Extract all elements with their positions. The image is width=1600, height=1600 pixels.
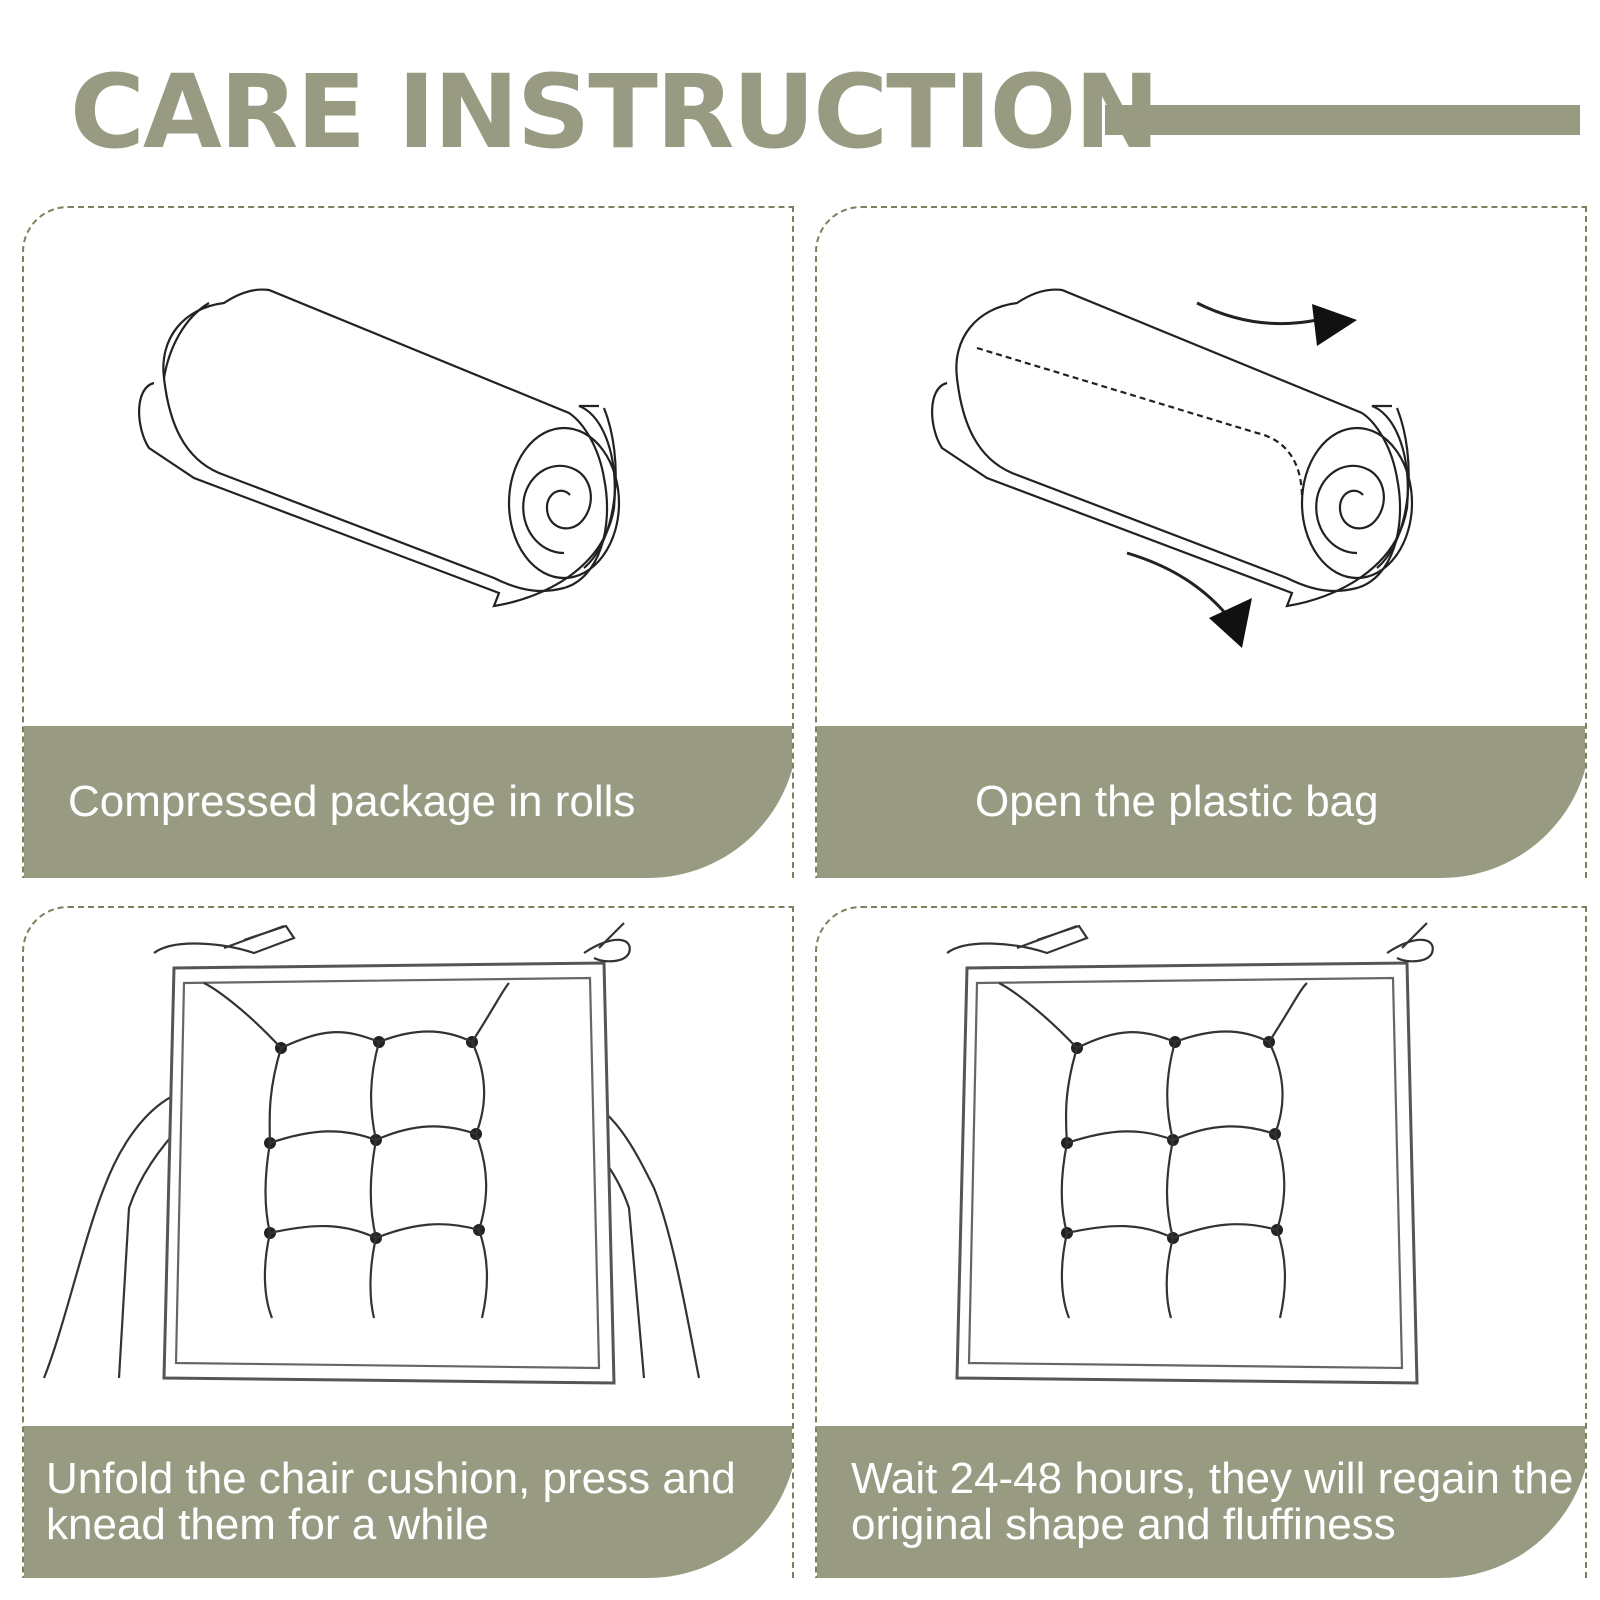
step-caption-banner: Open the plastic bag bbox=[817, 726, 1585, 878]
step-caption-banner: Unfold the chair cushion, press and knea… bbox=[24, 1426, 792, 1578]
hands-kneading-cushion-icon bbox=[42, 922, 701, 1385]
fluffy-cushion-icon bbox=[946, 922, 1434, 1385]
rolled-cushion-icon bbox=[138, 288, 621, 608]
step-caption-banner: Compressed package in rolls bbox=[24, 726, 792, 878]
step-card-3: Unfold the chair cushion, press and knea… bbox=[22, 906, 794, 1578]
step-card-1: Compressed package in rolls bbox=[22, 206, 794, 878]
step-card-2: Open the plastic bag bbox=[815, 206, 1587, 878]
title-rule bbox=[1105, 105, 1580, 135]
page-title: CARE INSTRUCTION bbox=[70, 53, 1160, 172]
step-caption: Wait 24-48 hours, they will regain the o… bbox=[851, 1454, 1574, 1549]
step-card-4: Wait 24-48 hours, they will regain the o… bbox=[815, 906, 1587, 1578]
step-caption: Unfold the chair cushion, press and knea… bbox=[46, 1454, 736, 1549]
step-caption: Compressed package in rolls bbox=[68, 777, 636, 826]
step-caption-banner: Wait 24-48 hours, they will regain the o… bbox=[817, 1426, 1585, 1578]
step-caption: Open the plastic bag bbox=[975, 777, 1379, 826]
unrolling-cushion-icon bbox=[931, 288, 1414, 648]
